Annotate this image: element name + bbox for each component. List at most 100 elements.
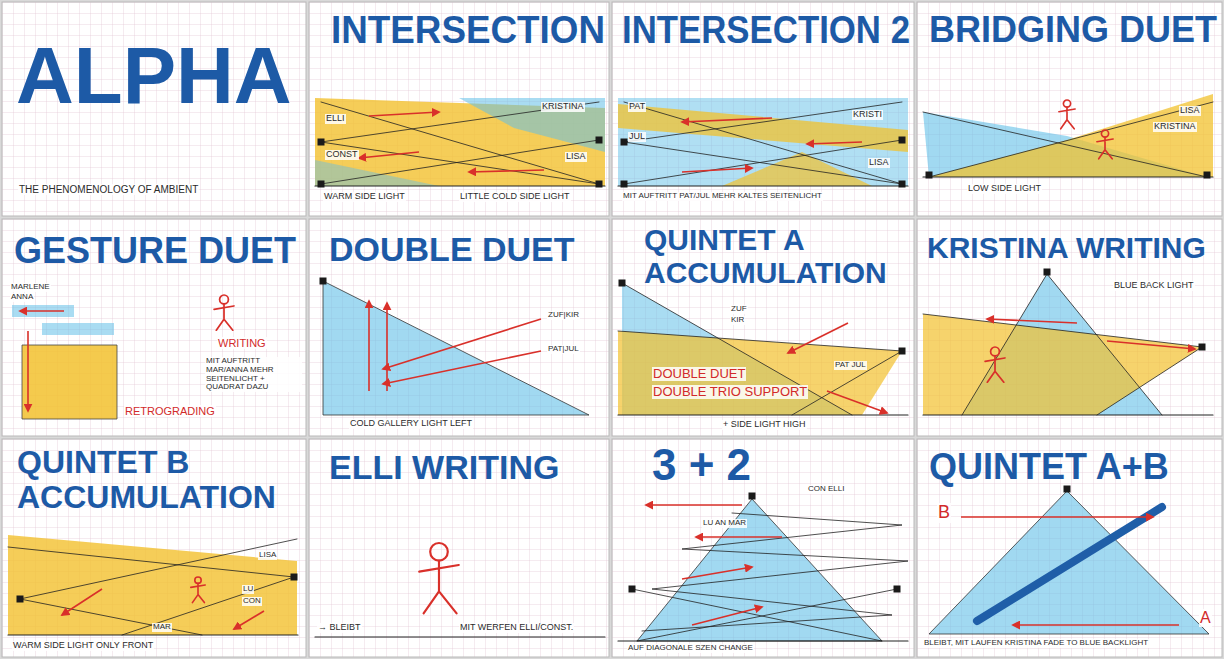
lamp-symbol: [894, 586, 901, 593]
movement-arrow: [682, 567, 752, 579]
panel-paper: [2, 2, 306, 216]
light-area: [923, 314, 1202, 415]
panel-grid: [2, 439, 306, 657]
dancer-label: ZUF|KIR: [547, 311, 580, 320]
dancer-label: PAT|JUL: [547, 345, 580, 354]
lamp-symbol: [17, 596, 24, 603]
movement-arrow: [827, 391, 887, 413]
panel-art: [917, 2, 1222, 216]
light-area: [323, 281, 589, 415]
lamp-symbol: [1199, 344, 1206, 351]
dancer-label: PAT JUL: [834, 361, 867, 370]
panel-paper: [917, 2, 1222, 216]
storyboard-panel: BRIDGING DUETLISAKRISTINALOW SIDE LIGHT: [917, 2, 1222, 216]
panel-paper: [917, 439, 1222, 657]
dancer-label: LU AN MAR: [702, 519, 747, 528]
panel-art: [309, 2, 609, 216]
dancer-label: MARLENE: [10, 283, 51, 292]
lamp-symbol: [899, 348, 906, 355]
movement-arrow: [1107, 341, 1195, 349]
sight-line: [637, 589, 897, 641]
dancer-label: LISA: [1179, 106, 1201, 116]
panel-paper: [2, 439, 306, 657]
light-note: + SIDE LIGHT HIGH: [722, 420, 807, 430]
movement-arrow: [696, 536, 782, 538]
dancer-label: KRISTINA: [1153, 122, 1197, 132]
dancer-label: JUL: [628, 132, 646, 142]
storyboard-panel: INTERSECTION 2PATJULKRISTILISAMIT AUFTRI…: [612, 2, 914, 216]
sight-line: [923, 414, 1213, 415]
movement-arrow: [682, 118, 772, 122]
dancer-label: CON ELLI: [807, 485, 845, 494]
dancer-figure: [191, 577, 205, 603]
panel-grid: [2, 2, 306, 216]
lamp-symbol: [318, 181, 325, 188]
dancer-label: KRISTI: [852, 110, 883, 120]
light-area: [929, 94, 1213, 177]
lamp-symbol: [619, 280, 626, 287]
figure-body: [1097, 137, 1113, 159]
panel-paper: [917, 219, 1222, 436]
sight-line: [962, 274, 1047, 415]
panel-grid: [917, 2, 1222, 216]
lamp-symbol: [899, 181, 906, 188]
movement-note: WRITING: [217, 337, 267, 349]
lamp-symbol: [1204, 172, 1211, 179]
light-note: → BLEIBT: [317, 623, 362, 633]
movement-arrow: [20, 310, 64, 312]
panel-title: INTERSECTION: [331, 10, 605, 52]
light-note: BLUE BACK LIGHT: [1113, 281, 1195, 291]
lamp-symbol: [318, 139, 325, 146]
movement-note: RETROGRADING: [124, 405, 216, 417]
figure-body: [1059, 107, 1075, 129]
panel-title: QUINTET B ACCUMULATION: [17, 445, 292, 515]
light-area: [459, 98, 605, 152]
lamp-symbol: [596, 181, 603, 188]
light-note: MIT WERFEN ELLI/CONST.: [459, 623, 574, 633]
movement-arrow: [1013, 624, 1179, 626]
figure-body: [985, 356, 1005, 382]
figure-body: [419, 561, 459, 614]
sight-line: [624, 102, 902, 184]
light-note: MIT AUFTRITT PAT/JUL MEHR KALTES SEITENL…: [622, 192, 823, 201]
panel-title: GESTURE DUET: [14, 231, 296, 271]
sight-line: [624, 140, 902, 184]
sight-line: [624, 102, 902, 142]
panel-paper: [309, 2, 609, 216]
dancer-label: LISA: [868, 158, 890, 168]
light-note: AUF DIAGONALE SZEN CHANGE: [627, 644, 754, 653]
sight-line: [618, 640, 908, 641]
storyboard-panel: QUINTET A+BBABLEIBT, MIT LAUFEN KRISTINA…: [917, 439, 1222, 657]
dancer-label: PAT: [628, 102, 646, 112]
lamp-symbol: [749, 493, 756, 500]
movement-arrow: [469, 170, 544, 172]
panel-grid: [309, 2, 609, 216]
panel-paper: [2, 219, 306, 436]
dancer-label: LISA: [565, 152, 587, 162]
dancer-label: CONST: [325, 150, 359, 160]
dancer-label: ANNA: [10, 293, 34, 302]
dancer-label: KIR: [730, 316, 745, 325]
light-area: [12, 305, 74, 317]
panel-art: [2, 439, 306, 657]
sight-line: [618, 414, 908, 415]
dancer-label: CON: [242, 597, 262, 606]
panel-title: 3 + 2: [652, 441, 751, 489]
light-area: [618, 104, 908, 152]
sight-line: [923, 176, 1213, 177]
figure-body: [214, 304, 234, 330]
panel-art: [917, 439, 1222, 657]
panel-title: ELLI WRITING: [329, 449, 559, 486]
dancer-label: LISA: [258, 551, 277, 560]
panel-paper: [612, 439, 914, 657]
panel-art: [612, 2, 914, 216]
panel-grid: [612, 439, 914, 657]
figure-body: [191, 583, 205, 602]
light-area: [618, 331, 902, 415]
panel-paper: [612, 219, 914, 436]
panel-grid: [309, 219, 609, 436]
sight-line: [618, 331, 902, 351]
panel-art: [309, 439, 609, 657]
panel-grid: [612, 219, 914, 436]
